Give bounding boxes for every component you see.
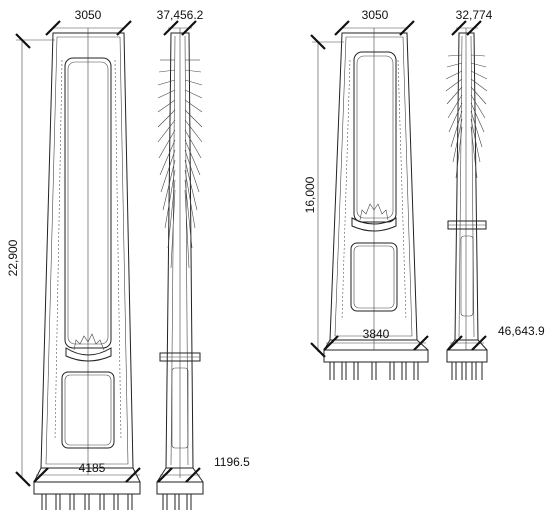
pier-b-front-elevation: 3050 16,000 3840 <box>303 8 429 380</box>
pier-b-side-base-label: 46,643.9 <box>498 324 545 338</box>
pier-b-height: 16,000 <box>303 176 317 213</box>
pier-b-side-piles <box>451 362 483 380</box>
pier-a-top-width: 3050 <box>75 8 102 22</box>
pier-a-side-base-label: 1196.5 <box>214 455 250 469</box>
pier-a-side-top-label: 37,456.2 <box>157 8 204 22</box>
pier-a-base-width: 4185 <box>79 461 106 475</box>
pier-b-piles <box>329 362 419 380</box>
pier-b-top-width: 3050 <box>362 8 389 22</box>
pier-b-base-width: 3840 <box>363 327 390 341</box>
pier-b-side-top-label: 32,774 <box>456 8 493 22</box>
pier-a-cable-anchors <box>157 59 203 269</box>
pier-a-height: 22,900 <box>6 239 20 276</box>
pier-b-side-elevation: 32,774 46,643.9 <box>445 8 545 380</box>
pier-a-piles <box>41 494 133 510</box>
pier-b-cable-anchors <box>445 54 488 179</box>
pier-a-side-piles <box>162 494 192 510</box>
pier-a-side-elevation: 37,456.2 1196.5 <box>156 8 250 510</box>
pier-a-front-elevation: 3050 22,900 4185 <box>6 8 141 510</box>
